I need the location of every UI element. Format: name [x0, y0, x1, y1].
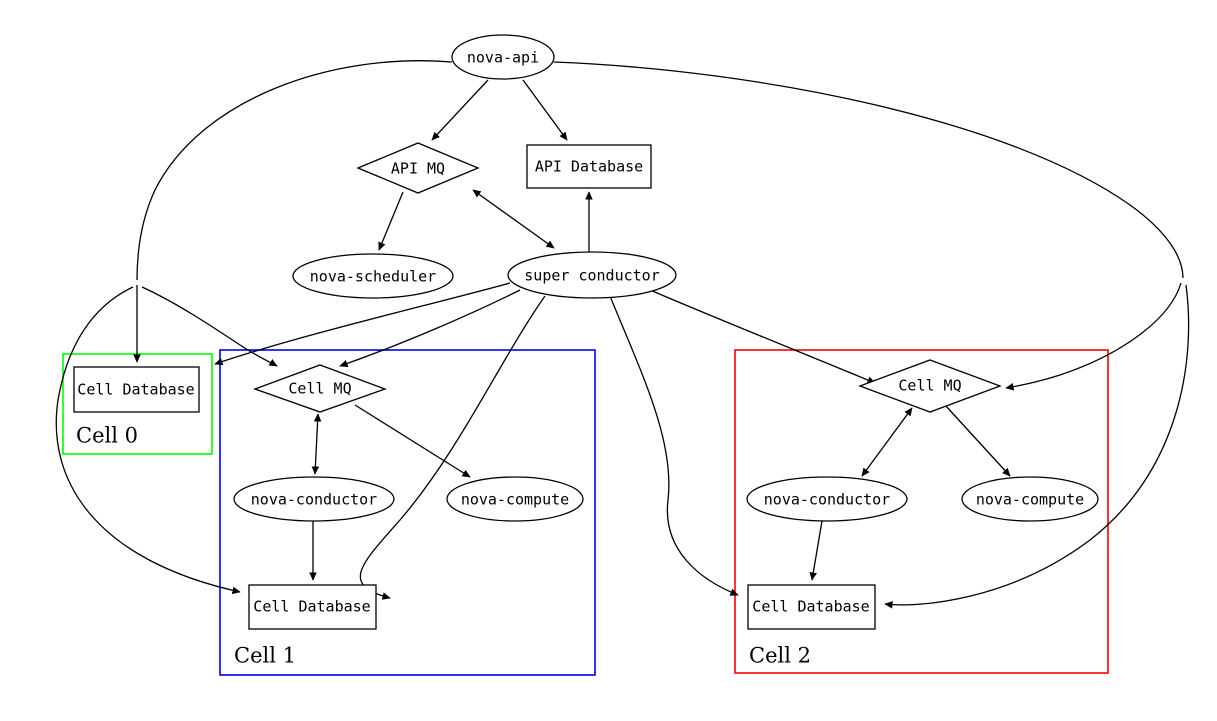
cell2-conductor-label: nova-conductor [764, 491, 890, 509]
node-cell1-compute[interactable]: nova-compute [446, 476, 584, 522]
cluster-cell2-label: Cell 2 [749, 644, 811, 668]
edge-nova-api-to-cell1-database [55, 286, 241, 595]
nova-api-ellipse[interactable] [451, 34, 555, 80]
nova-scheduler-label: nova-scheduler [310, 268, 436, 286]
edge-nova-api-to-api-database [522, 79, 568, 141]
node-cell1-conductor[interactable]: nova-conductor [233, 476, 395, 522]
nova-api-label: nova-api [467, 49, 539, 67]
cell2-mq-label: Cell MQ [898, 377, 961, 395]
edge-super-conductor-to-cell1-mq [339, 289, 521, 368]
cluster-cell0-label: Cell 0 [76, 424, 138, 448]
super-conductor-ellipse[interactable] [507, 251, 677, 299]
node-cell1-mq[interactable]: Cell MQ [253, 364, 387, 413]
super-conductor-label: super conductor [524, 267, 659, 285]
edge-cell1-mq-to-cell1-conductor [311, 413, 322, 475]
node-api-database[interactable]: API Database [526, 144, 652, 189]
api-mq-label: API MQ [391, 160, 445, 178]
node-cell2-conductor[interactable]: nova-conductor [746, 476, 908, 522]
edge-cell1-mq-to-cell1-compute [354, 404, 471, 478]
cell2-conductor-ellipse[interactable] [746, 476, 908, 522]
cell1-database-label: Cell Database [253, 598, 370, 616]
edge-nova-api-to-api-mq [431, 79, 489, 141]
node-cell0-database[interactable]: Cell Database [73, 366, 200, 413]
cell0-database-label: Cell Database [77, 381, 194, 399]
cell0-database-box[interactable] [73, 366, 200, 413]
cell1-database-box[interactable] [248, 584, 377, 630]
cell2-database-label: Cell Database [752, 598, 869, 616]
edge-nova-api-to-cell2-mq [1005, 282, 1182, 391]
cell2-mq-diamond[interactable] [858, 359, 1002, 413]
edge-api-mq-to-nova-scheduler [378, 191, 404, 251]
node-cell2-mq[interactable]: Cell MQ [858, 359, 1002, 413]
edge-nova-api-to-cell1-mq [141, 286, 278, 367]
api-database-box[interactable] [526, 144, 652, 189]
edge-api-mq-to-super-conductor [472, 189, 555, 249]
nova-scheduler-ellipse[interactable] [292, 253, 454, 299]
edge-super-conductor-to-cell2-database [609, 295, 739, 596]
edge-cell2-mq-to-cell2-compute [944, 404, 1011, 477]
cell1-conductor-ellipse[interactable] [233, 476, 395, 522]
cell1-compute-ellipse[interactable] [446, 476, 584, 522]
node-cell2-compute[interactable]: nova-compute [961, 476, 1099, 522]
cluster-cell1-border [219, 349, 596, 676]
cell1-compute-label: nova-compute [461, 491, 569, 509]
api-database-label: API Database [535, 158, 643, 176]
cell1-mq-label: Cell MQ [288, 380, 351, 398]
edge-super-conductor-to-cell1-database [359, 295, 546, 600]
node-nova-api[interactable]: nova-api [451, 34, 555, 80]
edge-nova-api-right-trunk [553, 61, 1184, 279]
node-super-conductor[interactable]: super conductor [507, 251, 677, 299]
edge-nova-api-to-cell2-database [884, 284, 1190, 609]
cell1-conductor-label: nova-conductor [251, 491, 377, 509]
edge-super-conductor-to-cell0-database [214, 282, 511, 366]
cluster-cell1: Cell 1 [219, 349, 596, 676]
node-cell1-database[interactable]: Cell Database [248, 584, 377, 630]
edge-cell2-conductor-to-cell2-database [809, 520, 823, 581]
node-cell2-database[interactable]: Cell Database [747, 584, 876, 630]
node-nova-scheduler[interactable]: nova-scheduler [292, 253, 454, 299]
cell2-compute-label: nova-compute [976, 491, 1084, 509]
cell2-compute-ellipse[interactable] [961, 476, 1099, 522]
cell2-database-box[interactable] [747, 584, 876, 630]
cell1-mq-diamond[interactable] [253, 364, 387, 413]
cluster-cell2: Cell 2 [734, 349, 1109, 674]
cluster-cell2-border [734, 349, 1109, 674]
edge-nova-api-left-trunk [136, 60, 453, 281]
cluster-cell1-label: Cell 1 [234, 644, 296, 668]
api-mq-diamond[interactable] [356, 142, 480, 194]
edge-super-conductor-to-cell2-mq [649, 289, 876, 384]
node-api-mq[interactable]: API MQ [356, 142, 480, 194]
edge-cell2-mq-to-cell2-conductor [861, 407, 913, 477]
